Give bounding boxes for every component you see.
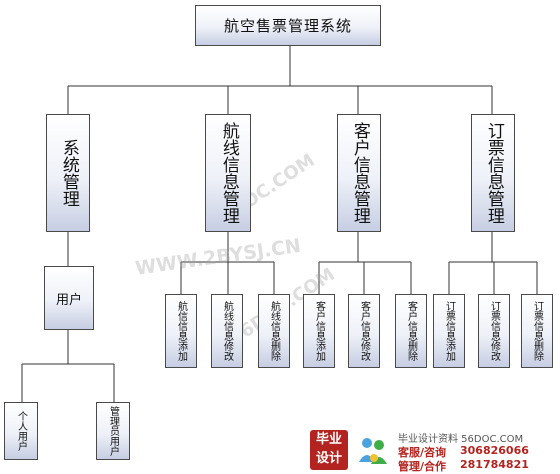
module-system-management-label: 系统管理 (58, 139, 79, 207)
service-number: 306826066 (460, 444, 529, 457)
manage-label: 管理/合作 (398, 460, 447, 473)
leaf-customer-add-label: 客户信息添加 (313, 301, 325, 361)
leaf-route-edit-label: 航线信息修改 (221, 301, 233, 361)
service-label: 客服/咨询 (398, 446, 447, 459)
contact-banner: 毕业设计 毕业设计资料 56DOC.COM 客服/咨询 306826066 管理… (304, 428, 560, 474)
leaf-route-delete: 航线信息删除 (258, 294, 290, 368)
module-customer-management: 客户信息管理 (337, 114, 381, 232)
leaf-booking-edit-label: 订票信息修改 (488, 301, 500, 361)
leaf-customer-edit-label: 客户信息修改 (358, 301, 370, 361)
leaf-route-add-label: 航信信息添加 (175, 301, 187, 361)
admin-user-label: 管理员用户 (107, 406, 119, 456)
leaf-customer-delete-label: 客户信息删除 (405, 301, 417, 361)
leaf-booking-edit: 订票信息修改 (478, 294, 510, 368)
module-booking-management: 订票信息管理 (471, 114, 515, 232)
module-customer-management-label: 客户信息管理 (349, 122, 370, 224)
leaf-booking-delete-label: 订票信息删除 (531, 301, 543, 361)
personal-user-label: 个人用户 (15, 411, 27, 451)
leaf-route-edit: 航线信息修改 (211, 294, 243, 368)
people-icon (359, 438, 387, 464)
leaf-route-add: 航信信息添加 (165, 294, 197, 368)
leaf-customer-add: 客户信息添加 (303, 294, 335, 368)
personal-user-node: 个人用户 (4, 402, 38, 460)
root-node: 航空售票管理系统 (195, 5, 381, 46)
site-line: 毕业设计资料 56DOC.COM (398, 434, 524, 445)
module-route-management: 航线信息管理 (205, 114, 251, 232)
root-label: 航空售票管理系统 (223, 17, 352, 35)
leaf-customer-edit: 客户信息修改 (348, 294, 380, 368)
leaf-booking-add-label: 订票信息添加 (443, 301, 455, 361)
admin-user-node: 管理员用户 (96, 402, 130, 460)
leaf-customer-delete: 客户信息删除 (395, 294, 427, 368)
leaf-booking-add: 订票信息添加 (433, 294, 465, 368)
module-route-management-label: 航线信息管理 (218, 122, 239, 224)
leaf-booking-delete: 订票信息删除 (521, 294, 553, 368)
user-node: 用户 (44, 266, 94, 330)
leaf-route-delete-label: 航线信息删除 (268, 301, 280, 361)
site-logo: 毕业设计 (310, 430, 348, 470)
module-system-management: 系统管理 (46, 114, 90, 232)
module-booking-management-label: 订票信息管理 (483, 122, 504, 224)
user-node-label: 用户 (55, 292, 82, 308)
manage-number: 281784821 (460, 458, 529, 471)
